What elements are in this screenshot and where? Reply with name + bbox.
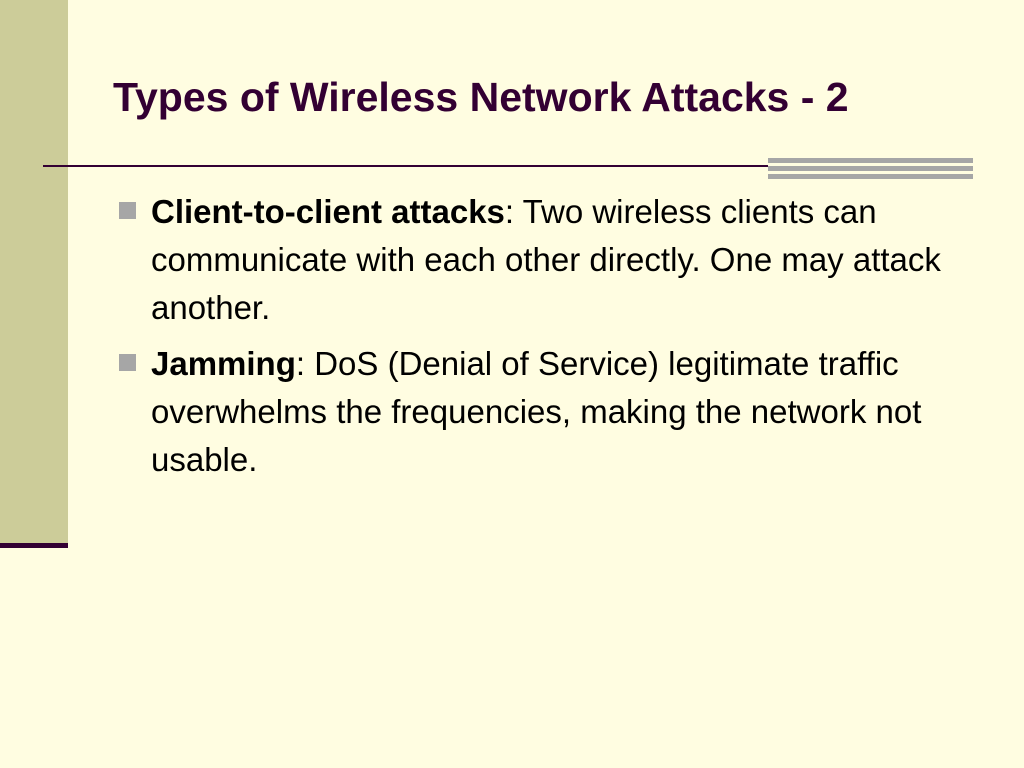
bullet-separator: : xyxy=(504,193,515,230)
side-band-rule xyxy=(0,543,68,548)
title-divider-accent xyxy=(768,158,973,179)
bullet-item: Client-to-client attacks: Two wireless c… xyxy=(113,188,993,332)
bullet-term: Jamming xyxy=(151,345,296,382)
square-bullet-icon xyxy=(119,202,136,219)
bullet-item: Jamming: DoS (Denial of Service) legitim… xyxy=(113,340,993,484)
square-bullet-icon xyxy=(119,354,136,371)
bullet-list: Client-to-client attacks: Two wireless c… xyxy=(113,188,993,492)
bullet-separator: : xyxy=(295,345,306,382)
slide-title: Types of Wireless Network Attacks - 2 xyxy=(113,74,849,120)
title-divider xyxy=(43,165,973,167)
side-band xyxy=(0,0,68,543)
bullet-term: Client-to-client attacks xyxy=(151,193,505,230)
bullet-text: Two wireless clients can communicate wit… xyxy=(151,193,941,326)
bullet-text: DoS (Denial of Service) legitimate traff… xyxy=(151,345,922,478)
